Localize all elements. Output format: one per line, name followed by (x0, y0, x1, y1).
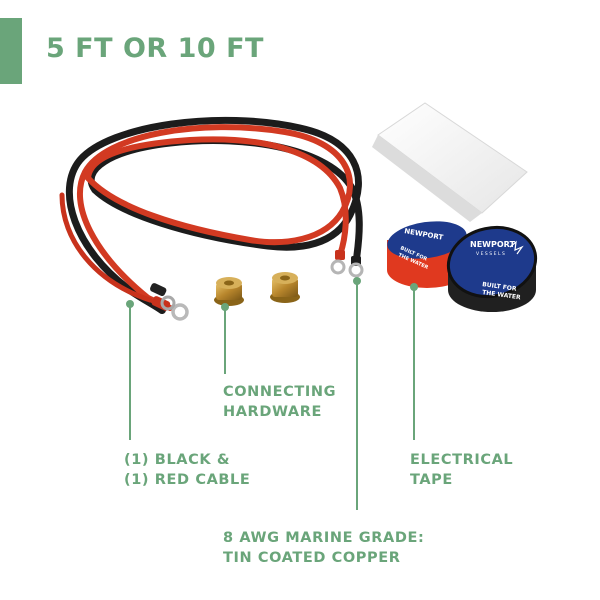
hardware-leader-line (221, 303, 229, 374)
black-roll-slogan-1: BUILT FOR (482, 281, 518, 293)
cable-callout-line2: (1) RED CABLE (124, 472, 251, 488)
black-roll-brand: NEWPORT (470, 240, 515, 249)
wave-logo-icon (509, 240, 524, 255)
brass-hardware (214, 272, 300, 306)
wire-spec-leader-line (353, 277, 361, 510)
red-tape-roll: NEWPORT BUILT FOR THE WATER (387, 221, 467, 288)
black-tape-roll: NEWPORT VESSELS BUILT FOR THE WATER (446, 226, 538, 312)
tape-callout-line2: TAPE (410, 472, 453, 488)
wire-spec-callout-line2: TIN COATED COPPER (223, 550, 401, 566)
hardware-callout-line1: CONNECTING (223, 384, 337, 400)
hardware-callout: CONNECTING HARDWARE (223, 382, 336, 422)
cable-callout-line1: (1) BLACK & (124, 452, 231, 468)
heat-shrink-packet (372, 102, 528, 222)
cable-leader-line (126, 300, 134, 440)
tape-leader-line (410, 283, 418, 440)
ring-terminals (150, 250, 364, 321)
red-cable (59, 124, 353, 311)
hardware-callout-line2: HARDWARE (223, 404, 322, 420)
wire-spec-callout-line1: 8 AWG MARINE GRADE: (223, 530, 425, 546)
tape-callout: ELECTRICAL TAPE (410, 450, 513, 490)
accent-bar (0, 18, 22, 84)
black-roll-sub-brand: VESSELS (476, 251, 506, 257)
tape-callout-line1: ELECTRICAL (410, 452, 514, 468)
cable-callout: (1) BLACK & (1) RED CABLE (124, 450, 250, 490)
page-title: 5 FT OR 10 FT (46, 33, 264, 64)
wire-spec-callout: 8 AWG MARINE GRADE: TIN COATED COPPER (223, 528, 424, 568)
